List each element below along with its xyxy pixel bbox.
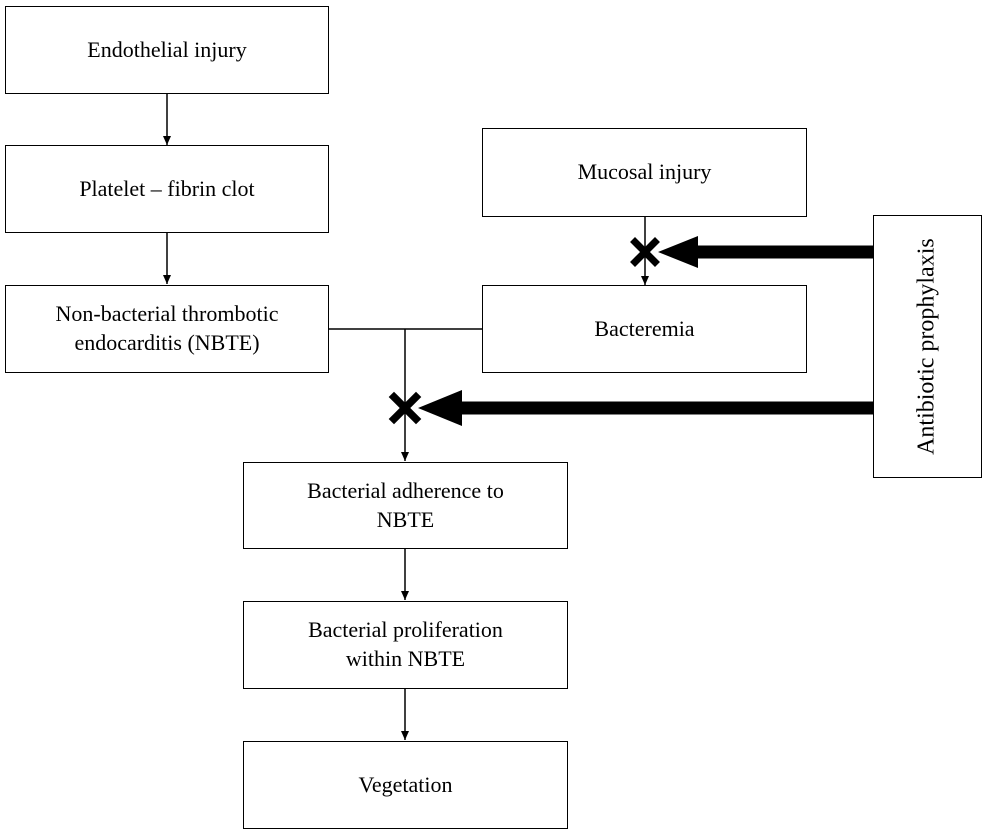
node-platelet-fibrin-clot: Platelet – fibrin clot (5, 145, 329, 233)
node-bacteremia-label: Bacteremia (594, 315, 695, 341)
node-vegetation-label: Vegetation (358, 771, 453, 797)
node-bacterial-proliferation: Bacterial proliferation within NBTE (243, 601, 568, 689)
block-mark-upper (630, 237, 660, 267)
block-arrow-lower-head (418, 390, 462, 426)
node-mucosal-injury: Mucosal injury (482, 128, 807, 217)
node-bacteremia: Bacteremia (482, 285, 807, 373)
block-mark-lower (388, 391, 422, 425)
node-endothelial-injury-label: Endothelial injury (87, 36, 247, 62)
node-antibiotic-prophylaxis: Antibiotic prophylaxis (873, 215, 982, 478)
node-platelet-fibrin-clot-label: Platelet – fibrin clot (79, 175, 255, 201)
node-nbte: Non-bacterial thrombotic endocarditis (N… (5, 285, 329, 373)
node-bacterial-proliferation-label: Bacterial proliferation within NBTE (308, 617, 503, 671)
node-nbte-label: Non-bacterial thrombotic endocarditis (N… (55, 301, 279, 355)
node-bacterial-adherence-label: Bacterial adherence to NBTE (307, 477, 504, 532)
block-arrow-upper-head (658, 236, 698, 268)
node-endothelial-injury: Endothelial injury (5, 6, 329, 94)
node-vegetation: Vegetation (243, 741, 568, 829)
node-bacterial-adherence: Bacterial adherence to NBTE (243, 462, 568, 549)
node-antibiotic-prophylaxis-label: Antibiotic prophylaxis (913, 238, 940, 455)
node-mucosal-injury-label: Mucosal injury (577, 159, 712, 185)
